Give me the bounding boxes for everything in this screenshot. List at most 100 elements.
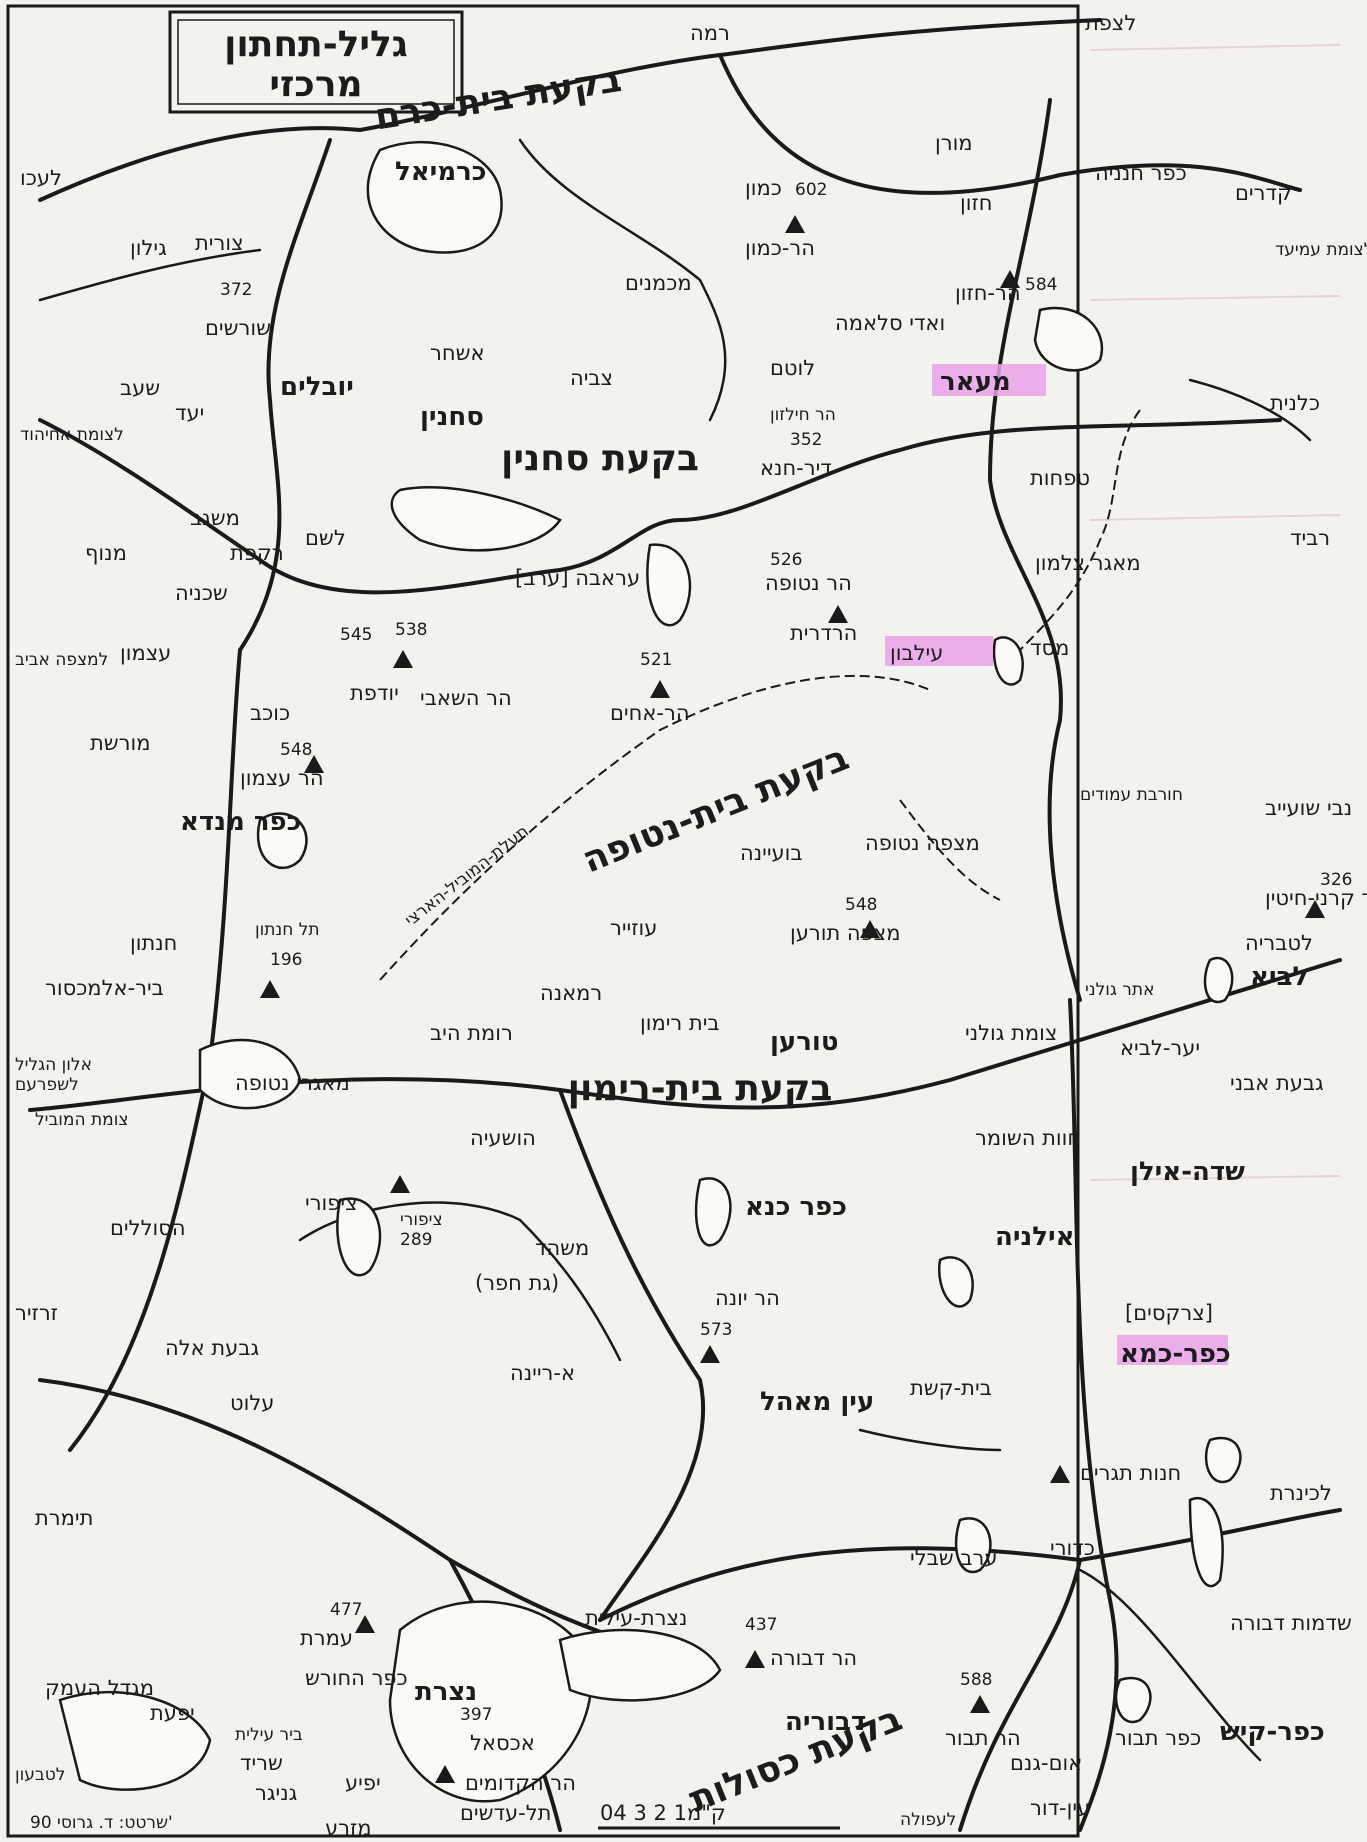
place-mesad: מסד [1030, 636, 1069, 660]
place-shkhanya: שכניה [175, 581, 228, 605]
height-tzippori: 289 [400, 1230, 432, 1250]
place-rumat-heib: רומת היב [430, 1021, 513, 1045]
height-hanaton: 196 [270, 950, 302, 970]
peak-yona [700, 1345, 720, 1363]
place-arraba: עראבה [ערב] [515, 566, 640, 590]
kfar-manda-area [256, 812, 308, 870]
dir-afula: לעפולה [900, 1810, 956, 1830]
place-ramot-yishai: יפעת [150, 1701, 195, 1725]
tzippori-area [336, 1197, 382, 1277]
ilaniya-area [937, 1256, 974, 1308]
place-tzarkasim: [צרקסים] [1125, 1301, 1213, 1325]
kafr-kanna-area [694, 1177, 732, 1247]
place-tzomet-movil: צומת המוביל [35, 1110, 128, 1130]
place-tsalmon: מאגר צלמון [1035, 551, 1141, 575]
place-gat-hefer: (גת חפר) [475, 1271, 559, 1295]
place-mitzpe-netofa: מצפה נטופה [865, 831, 980, 855]
place-moran: מורן [935, 131, 973, 155]
road-to-kadarim [718, 53, 1302, 195]
place-har-adir: הרדרית [790, 621, 857, 645]
place-kfar-hananya: כפר חנניה [1095, 161, 1187, 185]
place-har-atsmon: הר עצמון [240, 766, 324, 790]
peak-kamon [785, 215, 805, 233]
peak-kdumim [435, 1765, 455, 1783]
place-ein-dor: עין-דור [1030, 1796, 1090, 1820]
place-atar-golani: אתר גולני [1085, 980, 1154, 1000]
place-hayon: הסוללים [110, 1216, 186, 1240]
road-kana-nazareth [558, 1088, 706, 1622]
direction-labels: לצפת לעכו לצומת עמיעד לצומת אחיהוד למצפה… [15, 11, 1367, 1830]
place-ginegar: גניגר [255, 1781, 298, 1805]
height-hilazon: 352 [790, 430, 822, 450]
wadi-mitzpe [899, 799, 1001, 901]
place-morashat: מורשת [90, 731, 151, 755]
place-kfar-kana: כפר כנא [745, 1192, 847, 1222]
tsalmon-stream [1009, 409, 1141, 661]
place-tzviya: צביה [570, 366, 613, 390]
height-yona: 573 [700, 1320, 732, 1340]
highlight-eilabun [885, 636, 993, 666]
place-har-karnei-hittin: הר קרני-חיטין [1265, 886, 1367, 910]
place-ein-mahel: עין מאהל [760, 1387, 874, 1417]
place-hoshaya: הושעיה [470, 1126, 536, 1150]
height-kdumim: 397 [460, 1705, 492, 1725]
place-reina: א-ריינה [510, 1361, 575, 1385]
sakhnin-area [390, 486, 562, 552]
road-shorashim [38, 248, 262, 302]
road-eilabun [678, 418, 1282, 522]
place-umm-el-ganem: אום-גנם [1010, 1751, 1082, 1775]
peak-hashaavi [393, 650, 413, 668]
peak-tavor [970, 1695, 990, 1713]
place-rama: רמה [690, 21, 730, 45]
place-har-hashaavi: הר השאבי [420, 686, 512, 710]
place-netofa-reservoir: מאגרי נטופה [235, 1071, 350, 1095]
height-dvora: 437 [745, 1615, 777, 1635]
place-iksal: אכסאל [470, 1731, 535, 1755]
place-lotem: לוטם [770, 356, 815, 380]
road-network [28, 18, 1342, 1832]
label-sakhnin-valley: בקעת סחנין [501, 438, 699, 479]
peak-tsamrat [355, 1615, 375, 1633]
place-yaad: יעד [175, 401, 204, 425]
kfar-kama-area [1204, 1436, 1242, 1484]
eilabun-area [992, 636, 1024, 686]
place-kfar-kish: כפר-קיש [1220, 1717, 1325, 1747]
place-yuvalim: יובלים [280, 372, 354, 402]
dir-ahihud: לצומת אחיהוד [20, 425, 124, 445]
peak-hanaton [260, 980, 280, 998]
place-dabburiya: דבוריה [785, 1707, 866, 1737]
nazareth-illit-area [558, 1628, 722, 1702]
place-bir-ilit: ביר עילית [235, 1725, 303, 1745]
place-shadmot-dvora: שדמות דבורה [1230, 1611, 1352, 1635]
place-hazon: חזון [960, 191, 992, 215]
place-yafia: יפיע [345, 1771, 381, 1795]
height-gilon: 372 [220, 280, 252, 300]
place-har-ahim: הר-אחים [610, 701, 690, 725]
place-sde-ilan: שדה-אילן [1130, 1157, 1245, 1187]
height-atsmon: 548 [280, 740, 312, 760]
water-features [379, 409, 1141, 981]
place-hurbat-amudim: חורבת עמודים [1080, 785, 1183, 805]
place-eilabun: עילבון [890, 641, 943, 665]
road-northern [38, 18, 1102, 202]
place-mitzpe-turan: מצפה תורען [790, 921, 900, 945]
place-tzomet-golani: צומת גולני [965, 1021, 1057, 1045]
place-kamon: כמון [745, 176, 782, 200]
peaks [260, 215, 1325, 1783]
place-sakhnin: סחנין [420, 402, 484, 432]
place-yaar-lavi: יער-לביא [1120, 1036, 1200, 1060]
place-mikhmanim: מכמנים [625, 271, 692, 295]
place-nazareth-illit: נצרת-עילית [585, 1606, 687, 1630]
place-tzippori: ציפורי [305, 1191, 358, 1215]
place-mizra: מזרע [325, 1816, 372, 1840]
place-har-tzippori: ציפורי [400, 1210, 443, 1230]
national-carrier-canal [379, 674, 931, 981]
peak-turan [860, 920, 880, 938]
lavi-area [1203, 956, 1234, 1004]
place-zarzir: זרזיר [15, 1301, 58, 1325]
maghar-area [1033, 306, 1104, 372]
height-turan: 548 [845, 895, 877, 915]
place-har-hazon: הר-חזון [955, 281, 1021, 305]
place-karmiel: כרמיאל [395, 157, 487, 187]
